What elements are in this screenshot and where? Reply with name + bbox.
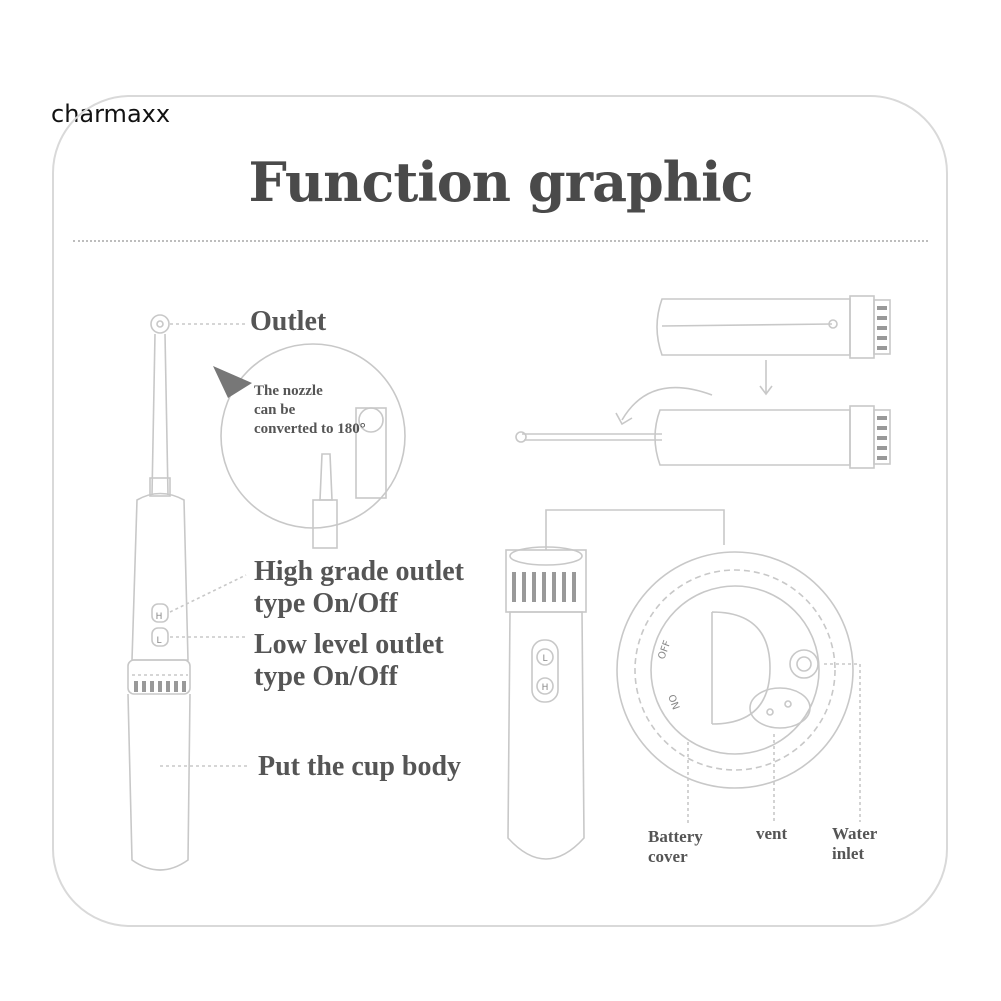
battery-line-2: cover [648, 846, 688, 866]
label-cup-body: Put the cup body [258, 751, 462, 782]
label-high-grade: High grade outlet type On/Off [254, 556, 464, 620]
label-battery-cover: Battery cover [648, 827, 703, 866]
page-title: Function graphic [248, 150, 754, 214]
left-device [127, 314, 191, 871]
dial-off-label: OFF [656, 639, 673, 661]
button-h-mid: H [542, 683, 549, 693]
low-line-2: type On/Off [254, 661, 398, 693]
nozzle-line-2: can be [254, 401, 296, 418]
button-l-left: L [156, 636, 161, 646]
nozzle-line-1: The nozzle [254, 383, 323, 399]
label-water-inlet: Water inlet [832, 824, 877, 863]
battery-line-1: Battery [648, 827, 703, 846]
label-low-level: Low level outlet type On/Off [254, 629, 444, 693]
nozzle-line-3: converted to 180° [254, 420, 366, 437]
low-line-1: Low level outlet [254, 629, 444, 660]
button-l-mid: L [542, 654, 547, 664]
diagram-frame [52, 95, 948, 927]
high-line-2: type On/Off [254, 588, 398, 620]
high-line-1: High grade outlet [254, 556, 464, 587]
label-outlet: Outlet [250, 306, 327, 337]
title-divider [73, 240, 928, 242]
button-h-left: H [156, 612, 163, 622]
water-line-1: Water [832, 824, 878, 843]
pointer-triangle [213, 366, 252, 398]
label-vent: vent [756, 824, 788, 843]
label-nozzle-note: The nozzle can be converted to 180° [254, 382, 366, 438]
water-line-2: inlet [832, 843, 865, 863]
dial-on-label: ON [665, 693, 681, 711]
